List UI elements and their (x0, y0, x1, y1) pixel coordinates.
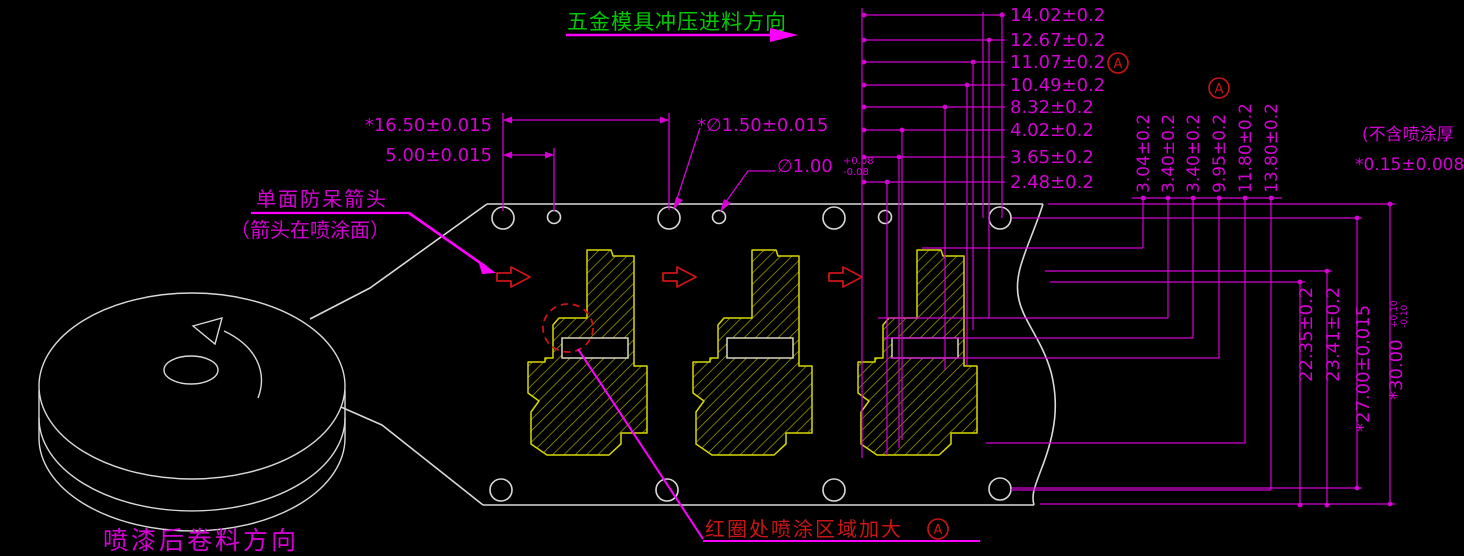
fool-proof-leader-arrowhead (478, 260, 496, 274)
coil-direction-text: 喷漆后卷料方向 (103, 526, 299, 555)
coating-notes: (不含喷涂厚 *0.15±0.008 (1355, 125, 1464, 175)
small-hole-tol-upper: +0.08 (843, 156, 874, 167)
dim-text: 2.48±0.2 (1010, 172, 1094, 193)
feed-direction-arrow-1 (496, 266, 531, 288)
small-hole-tol-lower: -0.08 (843, 167, 869, 178)
small-hole-dim-text: ∅1.00 (777, 156, 833, 177)
stamped-part-sections (527, 249, 978, 456)
coil-thickness-arc-1 (38, 417, 346, 512)
coil-thickness-arc-2 (38, 437, 346, 532)
coil-rotation-arrow (223, 330, 263, 399)
dim-text: 10.49±0.2 (1010, 75, 1105, 96)
dim-text-rotated: 3.04±0.2 (1134, 114, 1154, 193)
hole-spacing-dim-text: 5.00±0.015 (385, 145, 492, 166)
coating-exclusion-text: (不含喷涂厚 (1362, 125, 1454, 145)
strip-width-dim: *30.00 (1386, 339, 1407, 400)
pilot-hole-large (822, 478, 846, 502)
vertical-dim-stack: 3.04±0.2 3.40±0.2 3.40±0.2 9.95±0.2 11.8… (878, 103, 1282, 491)
fool-proof-line2: （箭头在喷涂面） (230, 218, 390, 242)
red-circle-note-text: 红圈处喷涂区域加大 (705, 517, 903, 541)
part-section-2 (692, 249, 813, 456)
pilot-hole-large (822, 206, 846, 230)
dim-text: 11.07±0.2 (1010, 52, 1105, 73)
datum-label: A (1114, 57, 1123, 72)
strip-width-tol-lower: -0.10 (1400, 304, 1410, 328)
dim-text-rotated: 9.95±0.2 (1210, 114, 1230, 193)
feed-direction-arrow-3 (828, 266, 863, 288)
dim-text-rotated: *27.00±0.015 (1353, 305, 1374, 432)
fool-proof-line1: 单面防呆箭头 (256, 187, 388, 211)
pilot-hole-large (655, 478, 679, 502)
pilot-hole-large (489, 478, 513, 502)
coil-rotation-arrowhead (191, 316, 223, 346)
dim-text: 8.32±0.2 (1010, 97, 1094, 118)
fool-proof-leader (408, 211, 487, 269)
dim-text: 4.02±0.2 (1010, 120, 1094, 141)
dim-text-rotated: 11.80±0.2 (1236, 103, 1256, 193)
pitch-dim-text: *16.50±0.015 (365, 115, 492, 136)
strip-outline (309, 203, 1057, 506)
datum-bubble-vertical-stack: A (1208, 77, 1230, 99)
hole-callouts: *∅1.50±0.015 ∅1.00 +0.08 -0.08 (673, 115, 874, 212)
datum-bubble-bottom-note: A (927, 518, 949, 540)
pitch-dimensions: *16.50±0.015 5.00±0.015 (365, 113, 670, 211)
coil-outer-ellipse (38, 292, 346, 480)
pilot-hole-small (877, 209, 893, 225)
dim-text: 12.67±0.2 (1010, 30, 1105, 51)
feed-direction-text: 五金模具冲压进料方向 (567, 10, 787, 34)
top-right-dim-stack: 14.02±0.2 12.67±0.2 11.07±0.2 10.49±0.2 … (861, 5, 1105, 458)
part-section-3 (857, 249, 978, 456)
pilot-hole-large (988, 477, 1012, 501)
fool-proof-note: 单面防呆箭头 （箭头在喷涂面） (230, 187, 496, 274)
pilot-hole-large (657, 206, 681, 230)
dim-text: 3.65±0.2 (1010, 147, 1094, 168)
strip-left-top-slant (309, 203, 488, 320)
feed-direction-title: 五金模具冲压进料方向 (566, 10, 798, 42)
coil-hub-ellipse (163, 355, 219, 385)
pilot-hole-small (711, 209, 727, 225)
feed-direction-arrow-2 (662, 266, 697, 288)
datum-label: A (934, 523, 943, 538)
datum-label: A (1215, 82, 1224, 97)
pilot-hole-large (988, 206, 1012, 230)
coating-thickness-text: *0.15±0.008 (1355, 155, 1464, 175)
red-note-leader (577, 348, 980, 542)
feed-direction-arrowhead (770, 28, 798, 42)
strip-break-line (1016, 203, 1057, 506)
material-coil (38, 292, 346, 532)
dim-text: 14.02±0.2 (1010, 5, 1105, 26)
dim-text-rotated: 3.40±0.2 (1159, 114, 1179, 193)
strip-left-bottom-slant (340, 406, 484, 506)
right-dim-columns: 22.35±0.2 23.41±0.2 *27.00±0.015 *30.00 … (1012, 201, 1410, 508)
dim-text-rotated: 13.80±0.2 (1262, 103, 1282, 193)
dim-text-rotated: 3.40±0.2 (1184, 114, 1204, 193)
strip-width-tol-upper: +0.10 (1390, 300, 1400, 328)
pilot-hole-dim-text: *∅1.50±0.015 (697, 115, 828, 136)
part-section-1 (527, 249, 648, 456)
datum-bubble-top: A (1107, 52, 1129, 74)
pilot-hole-small (546, 209, 562, 225)
red-annotations: A A A 红圈处喷涂区域加大 (496, 52, 1230, 541)
dim-text-rotated: 23.41±0.2 (1323, 287, 1344, 382)
dim-text-rotated: 22.35±0.2 (1296, 287, 1317, 382)
coating-area-dashed-circle (542, 303, 594, 353)
